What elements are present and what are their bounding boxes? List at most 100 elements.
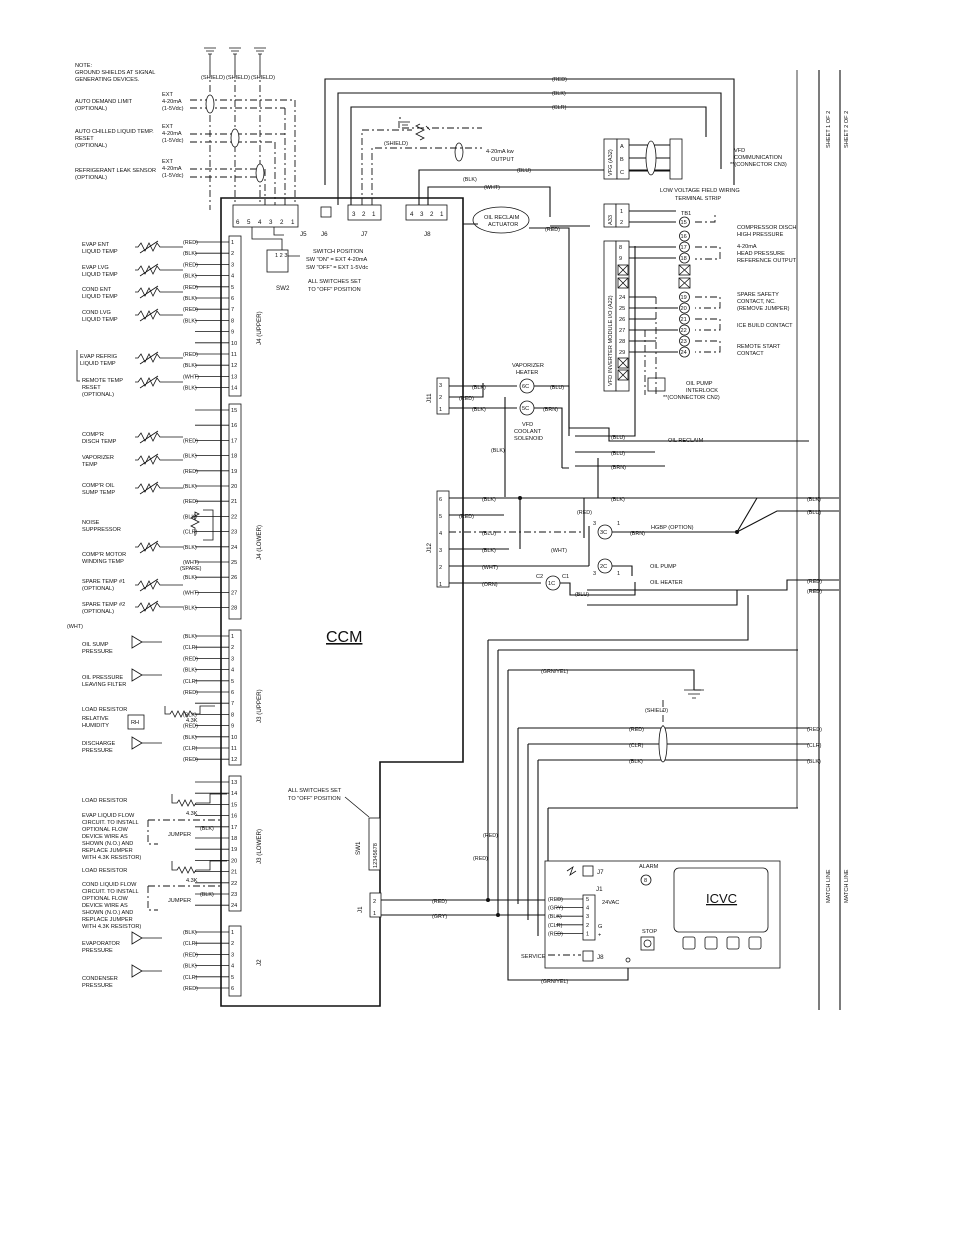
junction-dot	[735, 530, 739, 534]
icvc-softkey-2[interactable]	[704, 936, 718, 950]
kw-wires	[361, 117, 482, 205]
wire-label: (RED)	[183, 499, 198, 505]
mid-wire-paths	[463, 223, 665, 498]
sw1-note2: TO "OFF" POSITION	[288, 796, 341, 802]
wire-label: (RED)	[183, 757, 198, 763]
wire-label: (CLR)	[183, 941, 198, 947]
pin-number: 17	[231, 825, 237, 831]
icvc-j1	[582, 894, 596, 941]
opt-3-sig2: 4-20mA	[162, 166, 182, 172]
wire-label: (BLK)	[183, 296, 197, 302]
tb1-item: CONTACT, NC.	[737, 299, 776, 305]
j5-pin: 2	[280, 219, 284, 226]
pin-number: 12	[231, 757, 237, 763]
tb1-terminal	[679, 335, 690, 347]
oil-heater-label: OIL HEATER	[650, 580, 683, 586]
icvc-pin: 5	[586, 897, 589, 903]
wire-label: (WHT)	[183, 590, 199, 596]
icvc-display	[673, 867, 769, 933]
device-label: VAPORIZER	[82, 455, 114, 461]
opt-1-sig2: 4-20mA	[162, 99, 182, 105]
device-label: SUMP TEMP	[82, 490, 115, 496]
j11-wires	[449, 383, 517, 409]
device-label: COND ENT	[82, 287, 112, 293]
j5-pin: 1	[291, 219, 295, 226]
tb1-item: REFERENCE OUTPUT	[737, 258, 797, 264]
pin-number: 6	[231, 690, 234, 696]
icvc-pin: 4	[586, 906, 589, 912]
sw2-pins: 1 2 3	[275, 253, 287, 259]
top-wires	[324, 78, 735, 217]
sw1-pointer	[344, 796, 370, 818]
wire-label: (BLK)	[183, 484, 197, 490]
device-label: REPLACE JUMPER	[82, 848, 133, 854]
device-label: COMP'R OIL	[82, 483, 114, 489]
wire-label: (BLK)	[183, 964, 197, 970]
shield-grounds: (SHIELD) (SHIELD) (SHIELD)	[201, 47, 275, 81]
j3-upper-devices: OIL SUMP PRESSURE OIL PRESSURE LEAVING F…	[82, 642, 215, 754]
device-label: OPTIONAL FLOW	[82, 896, 129, 902]
device-label: LIQUID TEMP	[80, 361, 116, 367]
pin-number: 2	[231, 251, 234, 257]
shield-drain	[662, 689, 704, 760]
icvc-softkey-1[interactable]	[682, 936, 696, 950]
j1-pin: 2	[373, 899, 376, 905]
resistor-icon	[164, 705, 215, 718]
jumper-wire: (BLK)	[200, 892, 214, 898]
j2-block	[228, 925, 242, 997]
j5-pin: 3	[269, 219, 273, 226]
resistor-label: 4.3K	[186, 878, 198, 884]
vfg-pins	[616, 138, 630, 180]
right-wires: (BLK) (BLU) (RED) (RED) (RED) (CLR) (BLK…	[587, 70, 841, 1010]
stop-button-icon	[643, 939, 652, 948]
pin-number: 20	[231, 858, 237, 864]
tb1-term-number: 17	[681, 245, 687, 251]
solenoid-label1: VFD	[522, 422, 533, 428]
tb1-terminal	[679, 346, 690, 358]
wire-label: (BLK)	[183, 735, 197, 741]
j3-lower-label: J3 (LOWER)	[256, 829, 263, 864]
thermistor-icon	[135, 240, 163, 254]
wire-label: (BLK)	[183, 363, 197, 369]
j8-pin: 2	[430, 211, 434, 218]
pin-number: 3	[231, 656, 234, 662]
pin-number: 2	[231, 645, 234, 651]
pin-number: 9	[231, 724, 234, 730]
junction-dot	[518, 496, 522, 500]
right-wire: (RED)	[807, 589, 822, 595]
tb1-terminal	[679, 324, 690, 336]
pin-number: 2	[231, 941, 234, 947]
tb1-label: TB1	[681, 211, 691, 217]
device-label: WITH 4.3K RESISTOR)	[82, 924, 141, 930]
wire-label: (RED)	[183, 262, 198, 268]
icvc-pin: 1	[586, 931, 589, 937]
pin-number: 16	[231, 423, 237, 429]
tb1-term-number: 19	[681, 295, 687, 301]
rh-label: RH	[131, 720, 139, 726]
icvc-j7	[582, 865, 594, 877]
device-label: PRESSURE	[82, 948, 113, 954]
opt-3-sig1: EXT	[162, 159, 173, 165]
hgbp-n1: 1	[617, 521, 620, 527]
j11-connector: J11 3 2 1 (BLK) (RED) (BLK) 6C VAPORIZER…	[426, 363, 570, 497]
j3-upper-label: J3 (UPPER)	[256, 689, 263, 723]
cn2-connector	[647, 377, 666, 392]
device-label: (OPTIONAL)	[82, 586, 114, 592]
rh-sensor	[127, 714, 145, 730]
vfd-comm-label1: VFD	[734, 148, 745, 154]
device-label: (OPTIONAL)	[82, 392, 114, 398]
j7-header	[347, 204, 382, 221]
pin-number: 22	[231, 881, 237, 887]
j1-block	[369, 892, 382, 918]
pin-number: 19	[231, 847, 237, 853]
pin-number: 26	[231, 575, 237, 581]
pin-number: 13	[231, 374, 237, 380]
icvc-softkey-4[interactable]	[748, 936, 762, 950]
solenoid-coil-label: 5C	[522, 406, 529, 412]
pin-number: 23	[231, 892, 237, 898]
icvc-softkey-3[interactable]	[726, 936, 740, 950]
wire-label: (RED)	[183, 690, 198, 696]
io-blank-x	[617, 357, 629, 369]
icvc-pin: 2	[586, 923, 589, 929]
j5-header	[232, 204, 299, 228]
